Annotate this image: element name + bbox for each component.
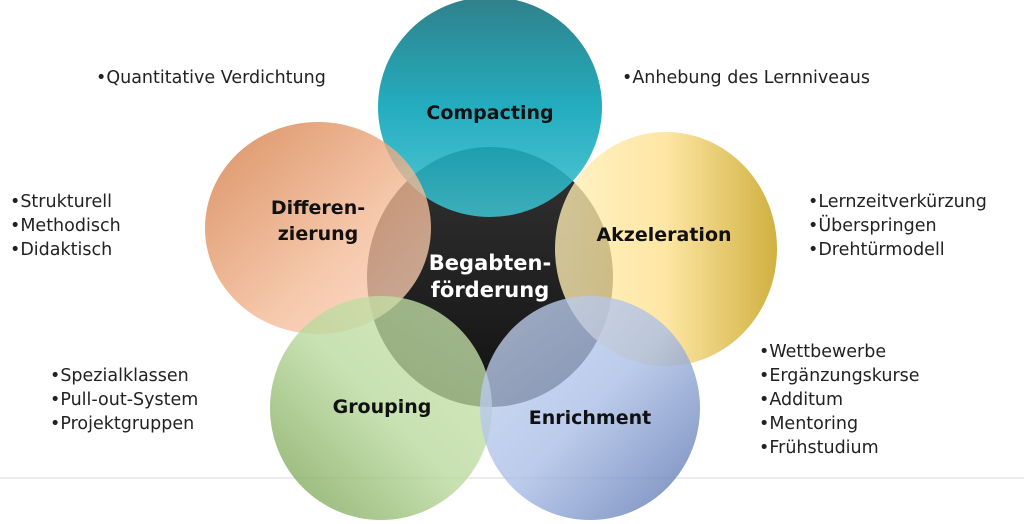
- list-akzeleration: Lernzeitverkürzung Überspringen Drehtürm…: [808, 190, 987, 262]
- label-akzeleration: Akzeleration: [596, 224, 731, 246]
- list-enrichment: Wettbewerbe Ergänzungskurse Additum Ment…: [759, 340, 920, 460]
- center-label-1: Begabten-: [429, 251, 551, 275]
- list-item: Mentoring: [759, 412, 920, 436]
- list-differenzierung: Strukturell Methodisch Didaktisch: [10, 190, 121, 262]
- list-item: Didaktisch: [10, 238, 121, 262]
- label-enrichment: Enrichment: [529, 407, 651, 429]
- center-label-2: förderung: [431, 278, 549, 302]
- label-compacting: Compacting: [426, 102, 553, 124]
- list-item: Additum: [759, 388, 920, 412]
- list-item: Spezialklassen: [50, 364, 198, 388]
- label-grouping: Grouping: [333, 396, 432, 418]
- list-item: Strukturell: [10, 190, 121, 214]
- list-item: Quantitative Verdichtung: [96, 66, 326, 90]
- label-differenzierung-1: Differen-: [271, 197, 365, 219]
- circle-compacting: [378, 0, 602, 217]
- list-item: Lernzeitverkürzung: [808, 190, 987, 214]
- circle-enrichment: [480, 296, 700, 520]
- list-item: Überspringen: [808, 214, 987, 238]
- list-item: Anhebung des Lernniveaus: [622, 66, 870, 90]
- circle-differenzierung: [205, 122, 431, 334]
- list-item: Frühstudium: [759, 436, 920, 460]
- list-item: Projektgruppen: [50, 412, 198, 436]
- list-akzeleration-top: Anhebung des Lernniveaus: [622, 66, 870, 90]
- list-item: Methodisch: [10, 214, 120, 238]
- list-item: Drehtürmodell: [808, 238, 987, 262]
- list-item: Ergänzungskurse: [759, 364, 919, 388]
- list-compacting: Quantitative Verdichtung: [96, 66, 326, 90]
- circle-grouping: [270, 296, 492, 520]
- list-item: Wettbewerbe: [759, 340, 920, 364]
- list-item: Pull-out-System: [50, 388, 198, 412]
- label-differenzierung-2: zierung: [278, 223, 358, 245]
- list-grouping: Spezialklassen Pull-out-System Projektgr…: [50, 364, 198, 436]
